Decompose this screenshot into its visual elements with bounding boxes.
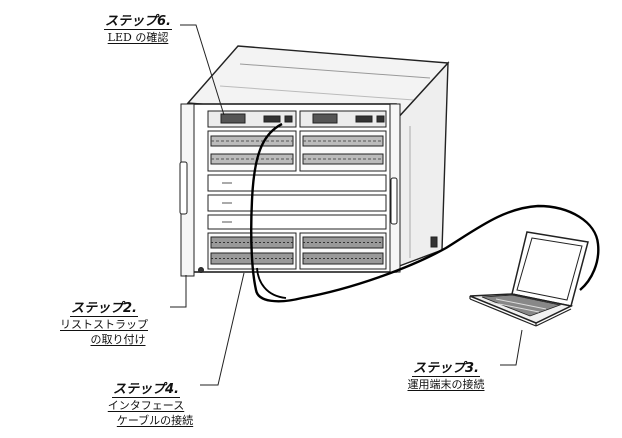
callout-step4: ステップ4. インタフェース ケーブルの接続 bbox=[88, 378, 204, 428]
leader-line-step4 bbox=[200, 272, 245, 386]
interface-cable bbox=[250, 122, 600, 303]
laptop bbox=[469, 231, 589, 327]
blank-slot bbox=[207, 174, 387, 192]
step2-line-2: の取り付け bbox=[90, 333, 146, 346]
ground-screw bbox=[198, 267, 204, 273]
step3-title: ステップ3. bbox=[412, 361, 480, 377]
console-cable-drop bbox=[256, 267, 287, 299]
step4-line-2: ケーブルの接続 bbox=[116, 414, 194, 427]
switch-chassis bbox=[179, 45, 450, 277]
callout-step2: ステップ2. リストストラップ の取り付け bbox=[40, 297, 168, 347]
step4-title: ステップ4. bbox=[112, 382, 180, 398]
leader-line-step3 bbox=[500, 329, 523, 366]
step4-line-1: インタフェース bbox=[107, 399, 185, 412]
leader-line-step2 bbox=[170, 275, 187, 308]
callout-step6: ステップ6. LED の確認 bbox=[86, 10, 190, 45]
led-panel-1 bbox=[220, 113, 246, 124]
right-handle bbox=[390, 177, 398, 225]
step3-line-1: 運用端末の接続 bbox=[407, 378, 485, 391]
led-panel-2 bbox=[312, 113, 338, 124]
blank-slot bbox=[207, 194, 387, 212]
blank-slot bbox=[207, 214, 387, 230]
side-power-switch bbox=[430, 236, 438, 248]
step2-title: ステップ2. bbox=[70, 301, 138, 317]
step2-line-1: リストストラップ bbox=[60, 318, 148, 331]
step6-title: ステップ6. bbox=[104, 14, 172, 30]
step6-line-1: LED の確認 bbox=[107, 31, 169, 44]
leader-line-step6 bbox=[180, 24, 225, 116]
left-handle bbox=[179, 161, 188, 215]
callout-step3: ステップ3. 運用端末の接続 bbox=[390, 357, 502, 392]
